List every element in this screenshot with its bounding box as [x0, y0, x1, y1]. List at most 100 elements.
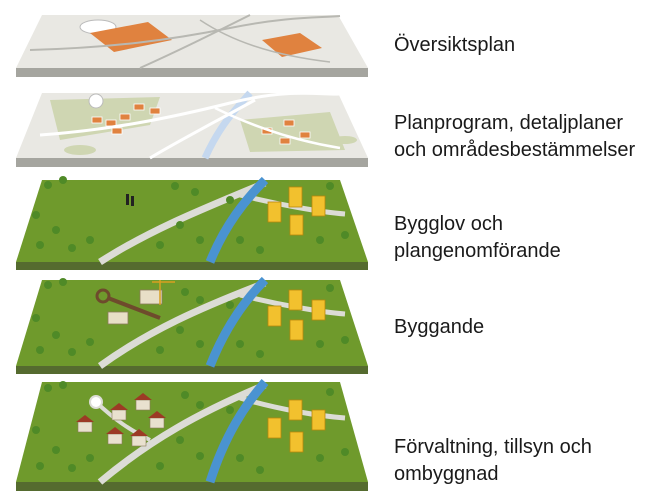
- building: [290, 215, 303, 235]
- map-plot: [112, 128, 122, 134]
- map-roundabout: [89, 94, 103, 108]
- tree: [316, 236, 324, 244]
- stage-label-line: Översiktsplan: [394, 32, 515, 59]
- tree: [52, 446, 60, 454]
- tree: [36, 462, 44, 470]
- tree: [32, 211, 40, 219]
- layer-byggande: [16, 278, 368, 374]
- tree: [196, 296, 204, 304]
- tree: [226, 406, 234, 414]
- layer-planprogram: [16, 93, 368, 167]
- house: [150, 418, 164, 428]
- building: [289, 290, 302, 310]
- map-plot: [134, 104, 144, 110]
- building: [268, 418, 281, 438]
- map-plot: [284, 120, 294, 126]
- stage-label-line: Bygglov och: [394, 211, 561, 238]
- construction-site: [140, 290, 162, 304]
- tree: [36, 241, 44, 249]
- stage-label-line: Planprogram, detaljplaner: [394, 110, 635, 137]
- tree: [68, 244, 76, 252]
- tree: [44, 181, 52, 189]
- building: [289, 187, 302, 207]
- stage-label-line: och områdesbestämmelser: [394, 137, 635, 164]
- tree: [181, 391, 189, 399]
- tree: [256, 466, 264, 474]
- map-green-area: [64, 145, 96, 155]
- tree: [86, 338, 94, 346]
- stage-label-line: Förvaltning, tillsyn och: [394, 434, 592, 461]
- tree: [236, 236, 244, 244]
- stage-label-forvaltning: Förvaltning, tillsyn och ombyggnad: [394, 434, 592, 488]
- map-plot: [280, 138, 290, 144]
- tree: [156, 346, 164, 354]
- layer-oversiktsplan: [16, 15, 368, 77]
- tree: [226, 196, 234, 204]
- tree: [326, 182, 334, 190]
- stage-label-byggande: Byggande: [394, 314, 484, 341]
- tree: [196, 401, 204, 409]
- tree: [236, 340, 244, 348]
- tree: [316, 454, 324, 462]
- house: [112, 410, 126, 420]
- construction-site: [108, 312, 128, 324]
- tree: [316, 340, 324, 348]
- tree: [256, 350, 264, 358]
- tree: [196, 236, 204, 244]
- house: [132, 436, 146, 446]
- building: [312, 196, 325, 216]
- stage-label-oversiktsplan: Översiktsplan: [394, 32, 515, 59]
- building: [312, 410, 325, 430]
- stage-label-bygglov: Bygglov och plangenomförande: [394, 211, 561, 265]
- map-sheet-edge: [16, 68, 368, 77]
- building: [312, 300, 325, 320]
- roundabout: [90, 396, 102, 408]
- tree: [341, 231, 349, 239]
- tree: [341, 336, 349, 344]
- person-figure: [126, 194, 129, 205]
- tree: [176, 436, 184, 444]
- tree: [191, 188, 199, 196]
- tree: [226, 301, 234, 309]
- building: [268, 202, 281, 222]
- stage-label-line: ombyggnad: [394, 461, 592, 488]
- tree: [32, 314, 40, 322]
- tree: [176, 326, 184, 334]
- map-plot: [300, 132, 310, 138]
- tree: [156, 241, 164, 249]
- tree: [59, 176, 67, 184]
- tree: [156, 462, 164, 470]
- land-edge: [16, 366, 368, 374]
- tree: [341, 448, 349, 456]
- tree: [196, 340, 204, 348]
- tree: [32, 426, 40, 434]
- tree: [196, 452, 204, 460]
- tree: [59, 381, 67, 389]
- building: [289, 400, 302, 420]
- tree: [44, 384, 52, 392]
- tree: [44, 281, 52, 289]
- layer-forvaltning: [16, 381, 368, 491]
- tree: [86, 454, 94, 462]
- map-plot: [92, 117, 102, 123]
- tree: [86, 236, 94, 244]
- tree: [176, 221, 184, 229]
- building: [268, 306, 281, 326]
- land-edge: [16, 262, 368, 270]
- tree: [59, 278, 67, 286]
- map-plot: [120, 114, 130, 120]
- house: [78, 422, 92, 432]
- map-plot: [150, 108, 160, 114]
- tree: [181, 288, 189, 296]
- stage-label-line: Byggande: [394, 314, 484, 341]
- house: [108, 434, 122, 444]
- tree: [52, 226, 60, 234]
- tree: [68, 464, 76, 472]
- house: [136, 400, 150, 410]
- tree: [256, 246, 264, 254]
- tree: [236, 454, 244, 462]
- land-edge: [16, 482, 368, 491]
- tree: [326, 284, 334, 292]
- tree: [171, 182, 179, 190]
